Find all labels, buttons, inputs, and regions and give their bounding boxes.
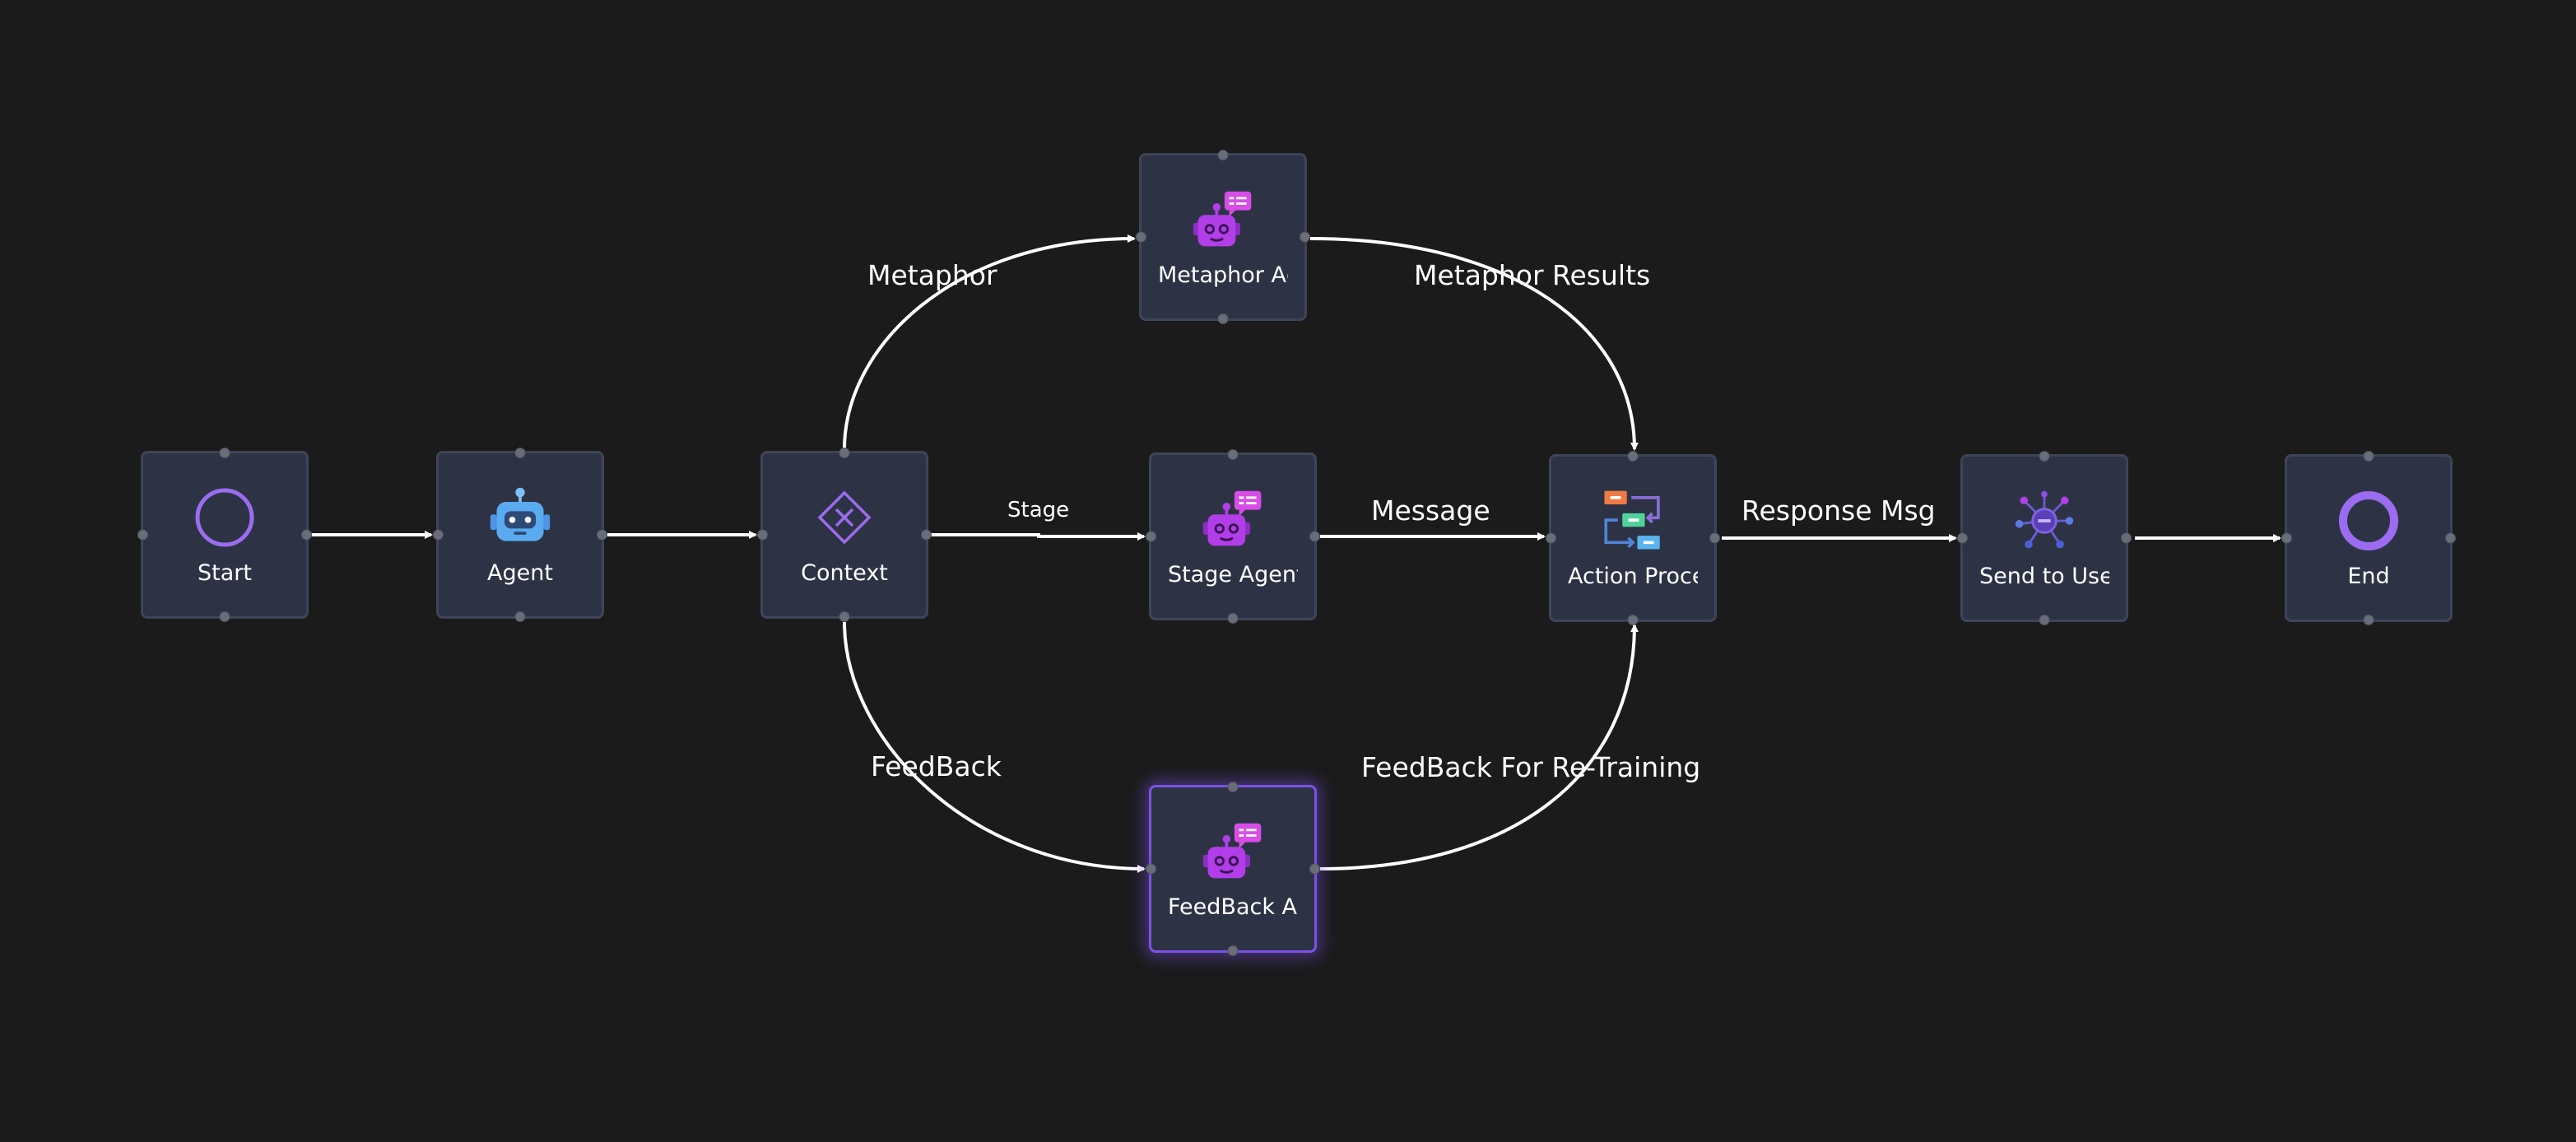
handle-left[interactable] <box>2281 532 2292 544</box>
handle-bottom[interactable] <box>2039 615 2050 625</box>
edge-label-feedback-retraining: FeedBack For Re-Training <box>1361 751 1700 783</box>
handle-left[interactable] <box>1136 231 1146 243</box>
node-start[interactable]: Start <box>137 448 312 622</box>
handle-right[interactable] <box>1309 531 1320 542</box>
handle-left[interactable] <box>433 529 444 541</box>
handle-top[interactable] <box>2039 451 2050 462</box>
node-label: Start <box>198 560 252 586</box>
handle-right[interactable] <box>1309 863 1320 875</box>
handle-top[interactable] <box>219 448 230 458</box>
edge-label-stage: Stage <box>1007 498 1069 522</box>
handle-right[interactable] <box>1300 231 1310 243</box>
edge-label-metaphor-results: Metaphor Results <box>1414 259 1650 291</box>
handle-bottom[interactable] <box>1227 945 1239 956</box>
node-label: Action Proce <box>1568 564 1698 589</box>
handle-bottom[interactable] <box>1227 613 1239 624</box>
handle-top[interactable] <box>514 448 526 458</box>
edge-label-metaphor: Metaphor <box>867 259 997 291</box>
handle-bottom[interactable] <box>1217 313 1229 324</box>
handle-left[interactable] <box>1146 863 1156 875</box>
handle-top[interactable] <box>1627 451 1639 462</box>
edge-context-metaphor[interactable] <box>843 234 1136 450</box>
circle-outline-icon <box>192 485 258 550</box>
chat-robot-icon <box>1190 187 1256 253</box>
handle-right[interactable] <box>1709 532 1720 544</box>
edge-label-feedback: FeedBack <box>871 750 1002 782</box>
edge-feedback-action[interactable] <box>1319 624 1639 870</box>
handle-right[interactable] <box>2445 532 2456 544</box>
node-agent[interactable]: Agent <box>433 448 607 622</box>
circle-thick-outline-icon <box>2336 488 2402 554</box>
handle-left[interactable] <box>1546 532 1556 544</box>
handle-left[interactable] <box>137 529 148 541</box>
chat-robot-icon <box>1200 486 1266 552</box>
handle-left[interactable] <box>1957 532 1968 544</box>
node-label: FeedBack Ag <box>1168 894 1298 920</box>
handle-right[interactable] <box>597 529 607 541</box>
node-label: Context <box>801 560 888 586</box>
chat-robot-icon <box>1200 819 1266 884</box>
node-feedback-agent[interactable]: FeedBack Ag <box>1146 782 1320 956</box>
edge-context-feedback[interactable] <box>843 621 1146 873</box>
node-label: Agent <box>487 560 553 586</box>
node-stage-agent[interactable]: Stage Agent <box>1146 449 1320 624</box>
node-label: End <box>2347 564 2390 589</box>
edge-label-response-msg: Response Msg <box>1741 494 1936 527</box>
handle-bottom[interactable] <box>514 611 526 622</box>
edge-label-message: Message <box>1371 494 1490 527</box>
handle-bottom[interactable] <box>839 611 850 622</box>
node-label: Metaphor Ag <box>1158 262 1288 288</box>
api-network-icon <box>2011 488 2077 554</box>
handle-top[interactable] <box>2363 451 2374 462</box>
handle-left[interactable] <box>757 529 768 541</box>
handle-right[interactable] <box>2121 532 2132 544</box>
node-metaphor-agent[interactable]: Metaphor Ag <box>1136 150 1310 324</box>
node-end[interactable]: End <box>2281 451 2456 625</box>
handle-top[interactable] <box>1227 449 1239 460</box>
node-action-processor[interactable]: Action Proce <box>1546 451 1720 625</box>
handle-bottom[interactable] <box>2363 615 2374 625</box>
robot-icon <box>487 485 553 550</box>
diamond-x-icon <box>811 485 877 550</box>
edge-context-stage[interactable] <box>930 532 1146 541</box>
handle-left[interactable] <box>1146 531 1156 542</box>
node-label: Send to User <box>1979 564 2109 589</box>
handle-top[interactable] <box>1217 150 1229 160</box>
handle-top[interactable] <box>839 448 850 458</box>
handle-top[interactable] <box>1227 782 1239 792</box>
handle-right[interactable] <box>301 529 312 541</box>
handle-right[interactable] <box>921 529 932 541</box>
handle-bottom[interactable] <box>219 611 230 622</box>
edge-metaphor-action[interactable] <box>1309 237 1639 451</box>
node-label: Stage Agent <box>1168 562 1298 587</box>
handle-bottom[interactable] <box>1627 615 1639 625</box>
process-flow-icon <box>1600 488 1666 554</box>
node-context[interactable]: Context <box>757 448 932 622</box>
node-send-to-user[interactable]: Send to User <box>1957 451 2132 625</box>
